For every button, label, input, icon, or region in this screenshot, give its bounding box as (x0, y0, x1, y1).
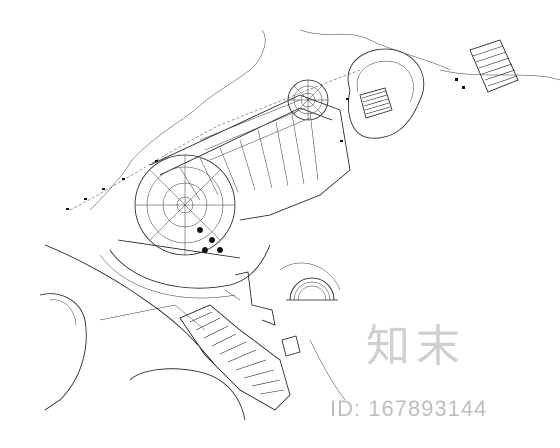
parking-bays (455, 39, 519, 93)
watermark-id: ID: 167893144 (330, 396, 488, 421)
promenade (149, 94, 351, 221)
terrain-contours (69, 29, 560, 211)
upper-circular-feature (287, 79, 329, 121)
amphitheatre (279, 262, 346, 401)
embankment (39, 244, 246, 421)
main-circular-plaza (99, 154, 271, 299)
annotation-markers (66, 98, 349, 210)
stepped-terrace (179, 271, 291, 411)
upper-plaza (347, 48, 425, 139)
watermark-logo: 知末 (366, 321, 466, 372)
